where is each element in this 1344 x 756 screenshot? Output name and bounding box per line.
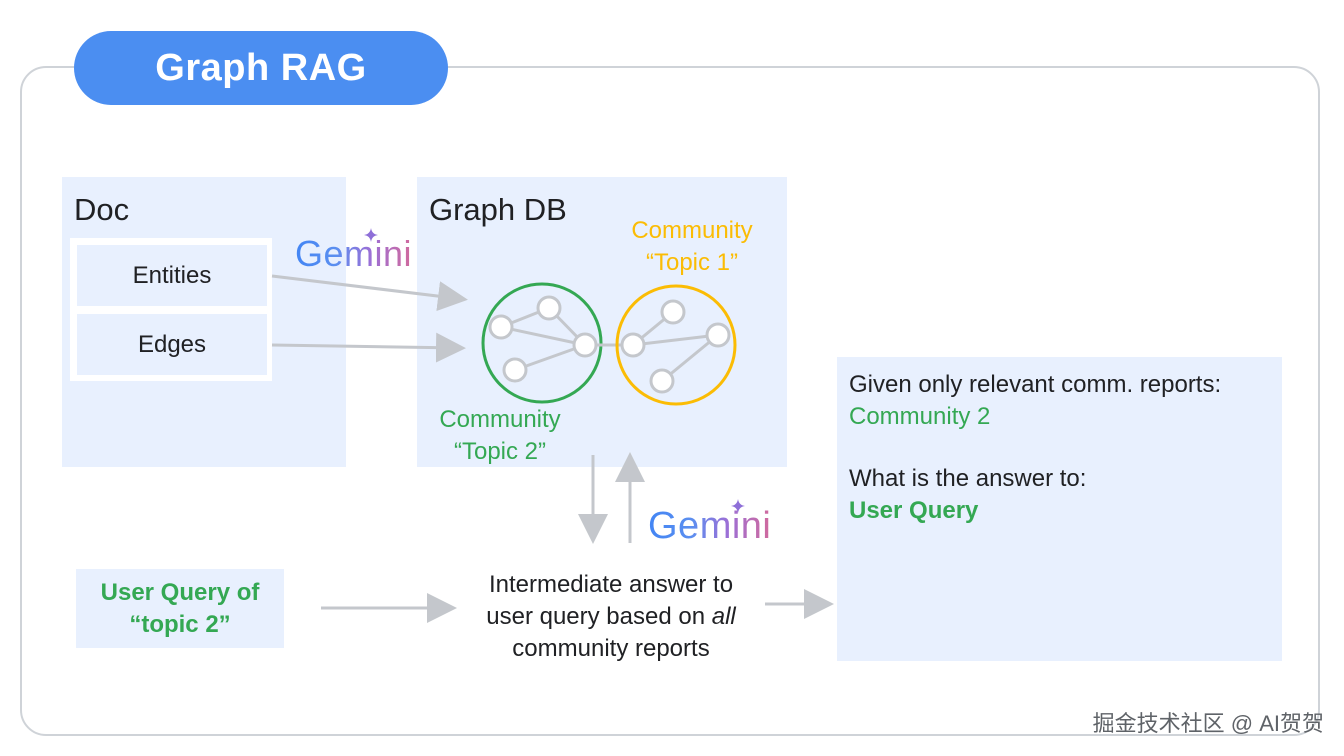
user-query-line2: “topic 2”: [129, 610, 231, 638]
gemini-sparkle-icon: [731, 499, 745, 513]
answer-line1: Given only relevant comm. reports:: [849, 371, 1222, 398]
diagram-frame: [20, 66, 1320, 736]
answer-line2: Community 2: [849, 403, 991, 430]
gemini-logo-top: Gemini: [295, 233, 413, 274]
graph-db-panel: [417, 177, 787, 467]
intermediate-line3: community reports: [512, 635, 710, 662]
gemini-logo-middle: Gemini: [648, 505, 772, 547]
doc-title: Doc: [74, 192, 130, 227]
community-topic1-label: Community “Topic 1”: [612, 215, 772, 279]
watermark: 掘金技术社区 @ AI贺贺: [1092, 711, 1324, 736]
intermediate-line2: user query based on all: [452, 601, 770, 633]
community-topic1-line2: “Topic 1”: [645, 249, 739, 276]
edges-arrow: [271, 332, 466, 363]
community-topic1-graph: [615, 284, 737, 406]
answer-line3: What is the answer to:: [849, 465, 1087, 492]
community-topic2-line2: “Topic 2”: [453, 438, 547, 465]
community-topic2-label: Community “Topic 2”: [420, 404, 580, 468]
edges-box: Edges: [77, 314, 267, 375]
answer-panel: [837, 357, 1282, 661]
intermediate-answer-text: Intermediate answer to user query based …: [452, 569, 770, 665]
user-query-line1: User Query of: [100, 578, 260, 606]
intermediate-line2-emphasis: all: [711, 603, 736, 630]
graph-db-title: Graph DB: [429, 192, 567, 227]
entities-box: Entities: [77, 245, 267, 306]
title-pill: Graph RAG: [74, 31, 448, 105]
user-query-box: User Query of “topic 2”: [76, 569, 284, 648]
gemini-sparkle-icon: [364, 228, 378, 242]
community-topic2-line1: Community: [439, 406, 561, 433]
answer-line4: User Query: [849, 497, 979, 524]
community-topic1-line1: Community: [631, 217, 753, 244]
intermediate-line1: Intermediate answer to: [488, 571, 734, 598]
intermediate-line2-prefix: user query based on: [486, 603, 712, 630]
community-topic2-graph: [481, 282, 633, 404]
entities-arrow: [271, 274, 468, 312]
